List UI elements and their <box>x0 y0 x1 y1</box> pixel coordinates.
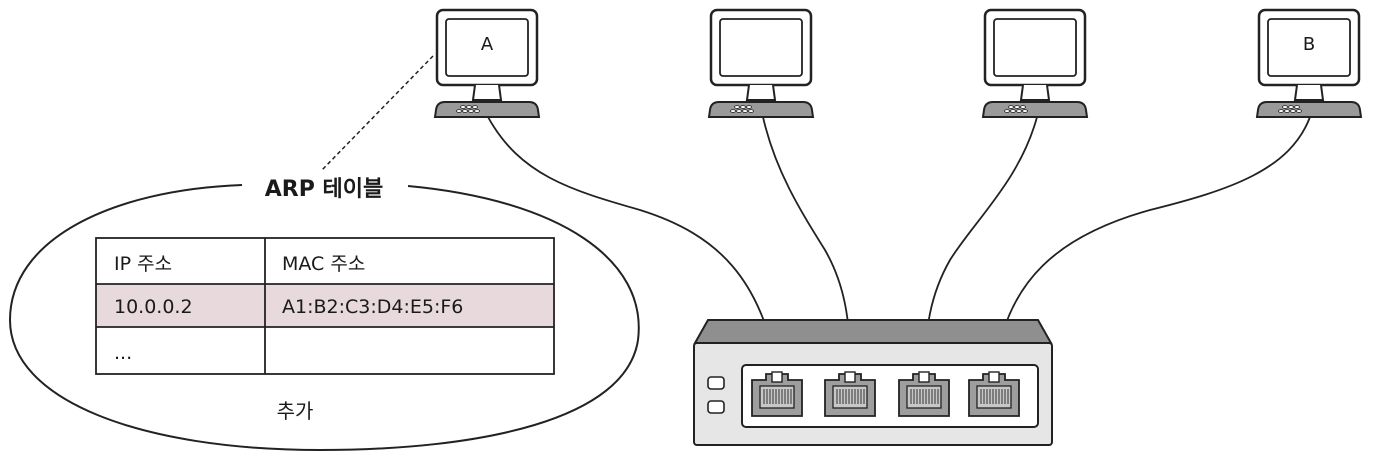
table-row-highlight <box>96 284 554 327</box>
monitor-stand <box>745 84 777 101</box>
cell-mac: A1:B2:C3:D4:E5:F6 <box>282 296 463 318</box>
keyboard <box>981 101 1089 118</box>
ethernet-port <box>751 371 803 417</box>
arp-table-bubble: ARP 테이블 IP 주소 MAC 주소 10.0.0.2 A1:B2:C3:D… <box>8 55 640 452</box>
computer-a: A <box>433 8 541 118</box>
cell-ip: 10.0.0.2 <box>114 296 193 318</box>
keyboard <box>707 101 815 118</box>
network-switch <box>693 319 1053 446</box>
ethernet-port <box>968 371 1020 417</box>
monitor-screen <box>993 18 1077 77</box>
computer-b-label: B <box>1303 34 1315 55</box>
ethernet-port <box>824 371 876 417</box>
port-panel <box>741 364 1039 428</box>
callout-dashed-line <box>321 55 434 171</box>
status-led <box>707 400 725 414</box>
keyboard <box>1255 101 1363 118</box>
monitor-stand <box>1019 84 1051 101</box>
monitor-stand <box>471 84 503 101</box>
header-mac: MAC 주소 <box>282 253 365 275</box>
switch-top <box>693 319 1053 344</box>
arp-table-title: ARP 테이블 <box>265 177 383 202</box>
monitor-screen <box>1267 18 1351 77</box>
computer-a-label: A <box>481 34 494 55</box>
cable-a <box>487 116 779 373</box>
monitor-screen <box>719 18 803 77</box>
monitor-stand <box>1293 84 1325 101</box>
arp-table: IP 주소 MAC 주소 10.0.0.2 A1:B2:C3:D4:E5:F6 … <box>95 237 555 375</box>
keyboard <box>433 101 541 118</box>
header-ip: IP 주소 <box>114 253 172 275</box>
cable-b <box>994 116 1311 373</box>
computer-2 <box>707 8 815 118</box>
cell-ip: ... <box>114 342 132 364</box>
status-led <box>707 376 725 390</box>
monitor-screen <box>445 18 529 77</box>
ethernet-port <box>898 371 950 417</box>
computer-b: B <box>1255 8 1363 118</box>
arp-footer-label: 추가 <box>277 399 314 423</box>
computer-3 <box>981 8 1089 118</box>
